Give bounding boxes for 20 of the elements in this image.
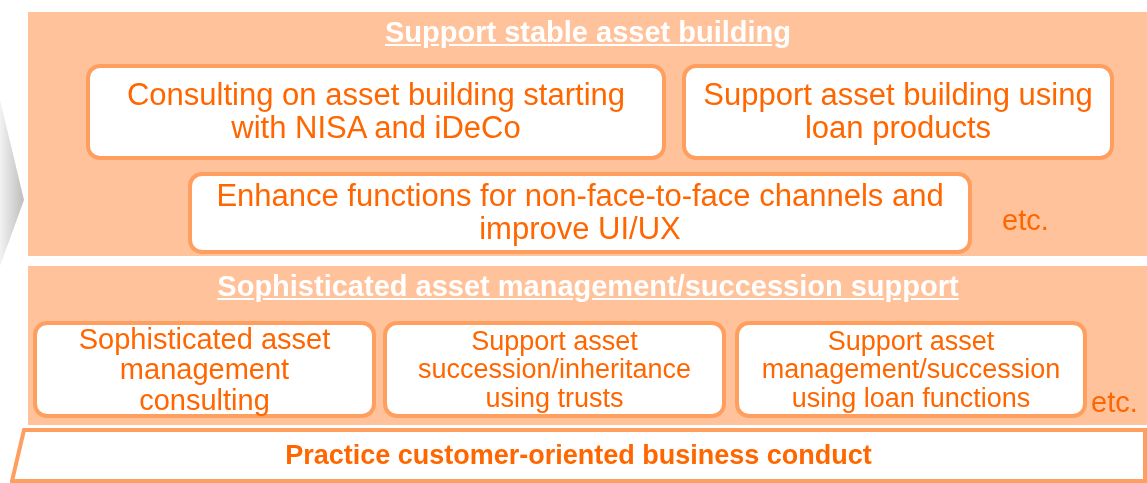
section-heading: Sophisticated asset management/succession support bbox=[216, 270, 960, 303]
initiative-box bbox=[383, 321, 726, 418]
initiative-box bbox=[735, 321, 1087, 418]
initiative-text: Support asset succession/inheritance using trusts bbox=[416, 327, 693, 412]
initiative-text: Enhance functions for non-face-to-face channels and improve UI/UX bbox=[215, 180, 945, 246]
initiative-text: Sophisticated asset management consulting bbox=[77, 323, 332, 416]
section-panel bbox=[28, 12, 1147, 256]
initiative-text: Support asset management/succession using loan functions bbox=[760, 327, 1062, 412]
section-heading: Support stable asset building bbox=[383, 16, 792, 49]
section-panel bbox=[28, 266, 1147, 425]
foundation-band bbox=[10, 428, 1147, 483]
etc-note: etc. bbox=[1091, 386, 1138, 419]
initiative-text: Consulting on asset building starting with NISA and iDeCo bbox=[126, 79, 626, 145]
initiative-text: Support asset building using loan products bbox=[702, 79, 1094, 145]
initiative-box bbox=[86, 64, 666, 160]
initiative-box bbox=[33, 321, 376, 418]
etc-note: etc. bbox=[1002, 204, 1049, 237]
initiative-box bbox=[682, 64, 1114, 160]
foundation-text: Practice customer-oriented business conduct bbox=[284, 440, 873, 471]
initiative-box bbox=[188, 172, 972, 254]
